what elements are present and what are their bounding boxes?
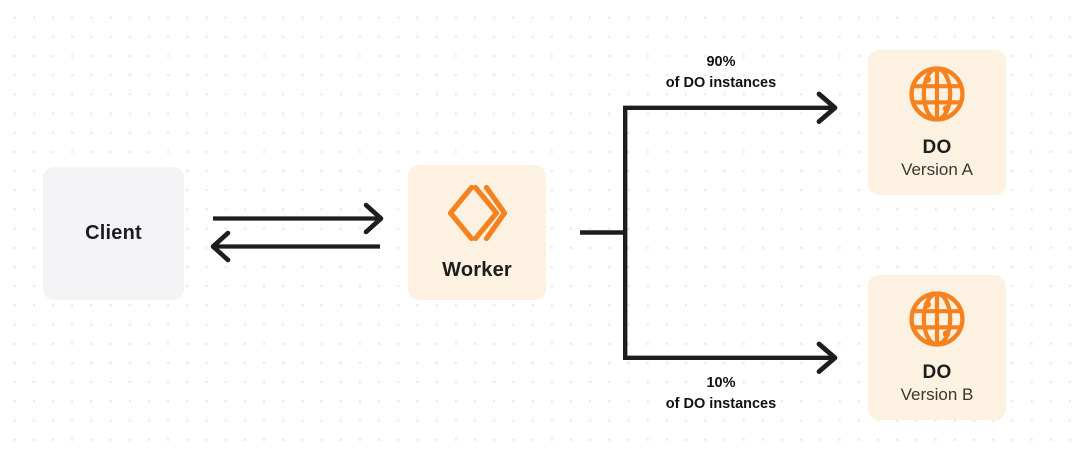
globe-icon (908, 290, 966, 353)
globe-icon (908, 65, 966, 128)
node-do-b-sublabel: Version B (900, 384, 974, 404)
edge-label-do-b-percent: 10% (706, 375, 736, 391)
edge-label-do-b: 10% of DO instances (632, 373, 810, 414)
node-client[interactable]: Client (43, 167, 184, 300)
edge-client-to-worker (213, 202, 384, 235)
node-do-version-a[interactable]: DO Version A (868, 50, 1006, 195)
edge-label-do-a: 90% of DO instances (632, 52, 810, 93)
cloudflare-workers-logo-icon (446, 184, 508, 247)
node-do-version-b[interactable]: DO Version B (868, 275, 1006, 420)
node-do-a-sublabel: Version A (901, 159, 973, 179)
node-do-a-label: DO (922, 136, 952, 158)
edge-worker-to-do-a (623, 91, 838, 124)
node-client-label: Client (85, 222, 142, 244)
edge-label-do-b-description: of DO instances (665, 395, 777, 412)
edge-worker-to-do-b (623, 341, 838, 375)
node-do-b-label: DO (922, 361, 952, 383)
edge-label-do-a-percent: 90% (706, 54, 736, 70)
node-worker-label: Worker (442, 258, 512, 281)
edge-label-do-a-description: of DO instances (665, 74, 777, 91)
node-worker[interactable]: Worker (408, 165, 546, 300)
edge-worker-to-client (210, 230, 380, 263)
